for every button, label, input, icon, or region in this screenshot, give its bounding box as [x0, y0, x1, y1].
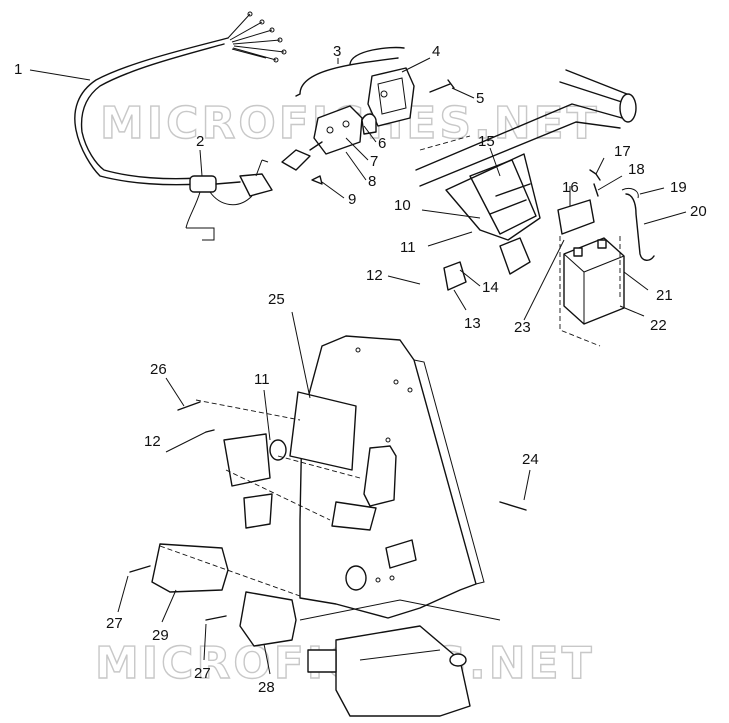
- callout-8: 8: [368, 173, 376, 190]
- callout-29: 29: [152, 627, 169, 644]
- callout-10: 10: [394, 197, 411, 214]
- callout-19: 19: [670, 179, 687, 196]
- callout-13: 13: [464, 315, 481, 332]
- callout-3: 3: [333, 43, 341, 60]
- callout-4: 4: [432, 43, 440, 60]
- callout-11-bottom: 11: [254, 371, 270, 388]
- leader-lines: [29, 57, 687, 675]
- callout-12-top: 12: [366, 267, 383, 284]
- callout-21: 21: [656, 287, 673, 304]
- callout-labels: 1 2 3 4 5 6 7 8 9 10 11 12 13 14 15 16 1…: [14, 43, 707, 696]
- callout-6: 6: [378, 135, 386, 152]
- callout-15: 15: [478, 133, 495, 150]
- callout-5: 5: [476, 90, 484, 107]
- callout-25: 25: [268, 291, 285, 308]
- callout-11-top: 11: [400, 239, 416, 256]
- wiring-harness: [74, 11, 287, 241]
- callout-17: 17: [614, 143, 631, 160]
- callout-23: 23: [514, 319, 531, 336]
- callout-14: 14: [482, 279, 499, 296]
- callout-24: 24: [522, 451, 539, 468]
- callout-7: 7: [370, 153, 378, 170]
- callout-12-bottom: 12: [144, 433, 161, 450]
- battery-frame-area: [415, 69, 655, 347]
- callout-28: 28: [258, 679, 275, 696]
- mount-plate-panel: [129, 335, 527, 717]
- callout-16: 16: [562, 179, 579, 196]
- callout-22: 22: [650, 317, 667, 334]
- callout-26: 26: [150, 361, 167, 378]
- callout-27-left: 27: [106, 615, 123, 632]
- callout-20: 20: [690, 203, 707, 220]
- callout-2: 2: [196, 133, 204, 150]
- callout-1: 1: [14, 61, 22, 78]
- callout-27-right: 27: [194, 665, 211, 682]
- callout-9: 9: [348, 191, 356, 208]
- callout-18: 18: [628, 161, 645, 178]
